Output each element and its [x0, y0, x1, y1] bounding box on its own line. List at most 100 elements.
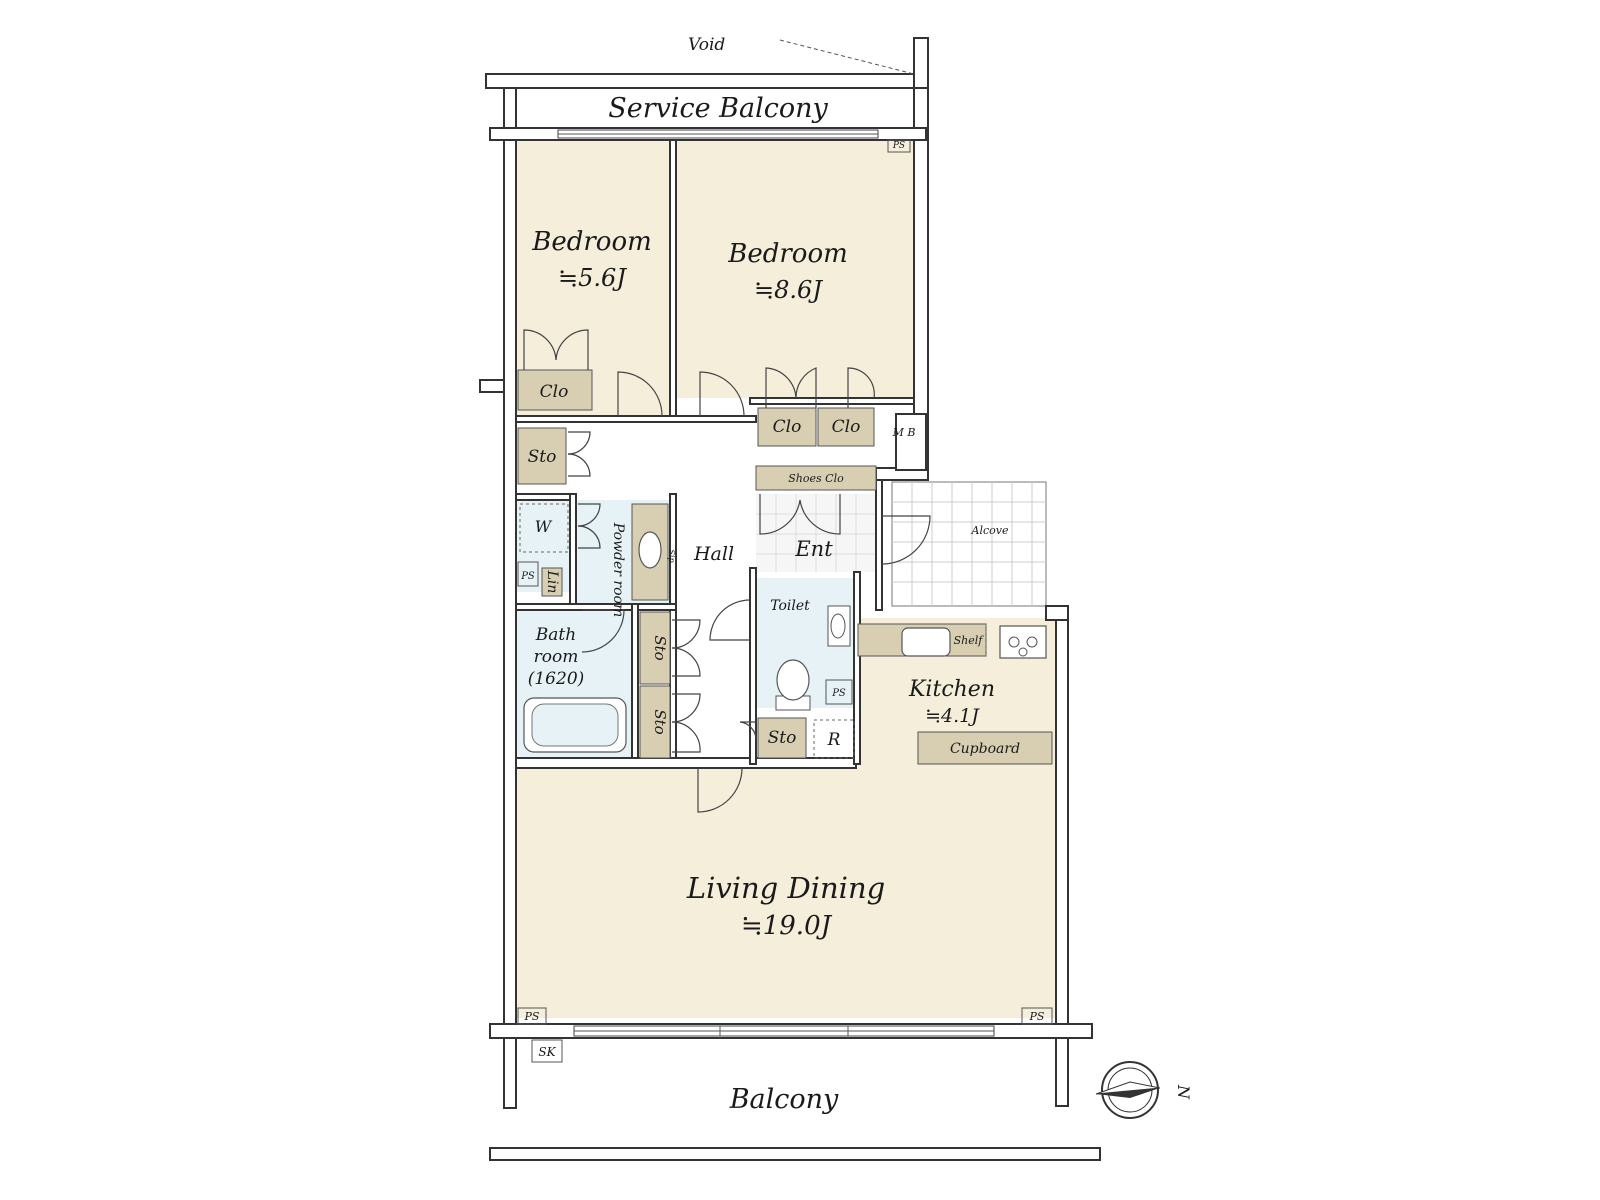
storage-bath-door-c[interactable]: [671, 693, 701, 723]
balcony-label: Balcony: [729, 1084, 839, 1115]
closet-bedroom1: [517, 369, 593, 411]
bathtub-basin: [531, 703, 619, 747]
void-leader-line: [779, 39, 915, 75]
closet-bedroom2-a: [757, 407, 817, 447]
bath-east-wall: [631, 603, 639, 765]
balcony-rail: [489, 1147, 1101, 1161]
service-balcony-label: Service Balcony: [608, 93, 828, 124]
storage-hall-door-b[interactable]: [567, 453, 591, 477]
sip-label: Sip: [667, 549, 676, 562]
alcove-corner-wall: [1045, 605, 1069, 621]
entrance-east-wall: [875, 479, 883, 611]
hall-east-wall: [749, 567, 757, 765]
kitchen-size: ≒4.1J: [925, 705, 980, 727]
toilet-label: Toilet: [770, 598, 810, 614]
storage-bath-door-b[interactable]: [671, 647, 701, 677]
bedroom-partition-wall: [669, 139, 677, 421]
north-exterior-wall: [913, 87, 929, 469]
bedroom2-label: Bedroom: [727, 239, 848, 269]
shoes-closet-door-a[interactable]: [759, 494, 801, 535]
pipe-space-1-label: PS: [892, 141, 905, 151]
wall-stub-west: [479, 379, 505, 393]
powder-sink: [638, 531, 662, 569]
pipe-space-1: [887, 139, 911, 153]
toilet-hand-sink: [830, 613, 846, 639]
storage-hall-label: Sto: [528, 447, 557, 467]
storage-hall-door-a[interactable]: [567, 431, 591, 455]
storage-toilet-label: Sto: [768, 728, 797, 748]
closet3-door[interactable]: [847, 367, 875, 408]
cupboard-label: Cupboard: [950, 741, 1020, 757]
pipe-space-5: [1021, 1007, 1053, 1025]
kitchen-label: Kitchen: [908, 677, 995, 702]
bath-top-wall: [515, 603, 677, 611]
storage-hall: [517, 427, 567, 485]
alcove-label: Alcove: [971, 524, 1009, 537]
bedroom1-label: Bedroom: [531, 227, 652, 257]
storage-bath-door-a[interactable]: [671, 619, 701, 649]
bath-label-1: Bath: [535, 625, 576, 645]
bath-label-3: (1620): [528, 669, 585, 689]
hall-west-wall: [669, 493, 677, 765]
doors: [523, 329, 931, 813]
hall-north-wall: [515, 415, 757, 423]
powder-room-label: Powder room: [610, 522, 626, 617]
linen-label: Lin: [544, 570, 560, 594]
service-balcony-rail: [485, 73, 929, 89]
powder-door-b[interactable]: [577, 525, 601, 549]
bedroom2-door[interactable]: [699, 371, 745, 417]
hall-label: Hall: [693, 543, 734, 565]
kitchen-stove: [999, 625, 1047, 659]
closet1-door-left[interactable]: [523, 329, 557, 370]
shoes-closet-label: Shoes Clo: [788, 472, 844, 485]
pipe-space-2: [517, 561, 539, 587]
closet1-label: Clo: [540, 382, 569, 402]
closet1-door-right[interactable]: [555, 329, 589, 370]
bedroom2-south-wall: [749, 397, 915, 405]
bath-door[interactable]: [581, 609, 625, 653]
powder-west-wall: [569, 493, 577, 607]
closet3-label: Clo: [832, 417, 861, 437]
living-door[interactable]: [697, 767, 743, 813]
bedroom-8-6-floor: [676, 140, 914, 398]
closet2-door-left[interactable]: [765, 367, 797, 408]
kitchen-sink: [901, 627, 951, 657]
compass-icon: [1095, 1061, 1161, 1119]
bedroom1-size: ≒5.6J: [558, 264, 627, 292]
entrance-label: Ent: [794, 537, 833, 561]
kitchen-cupboard: [917, 731, 1053, 765]
void-label: Void: [688, 35, 725, 55]
burner-center-icon: [1018, 647, 1028, 657]
shoes-closet: [755, 465, 877, 491]
pipe-space-3: [825, 679, 853, 705]
alcove-tile-grid: [892, 482, 1046, 606]
storage-toilet-door[interactable]: [739, 721, 757, 741]
toilet-door[interactable]: [709, 599, 751, 641]
bedroom2-size: ≒8.6J: [754, 276, 823, 304]
front-door[interactable]: [881, 515, 931, 565]
pipe-space-4-label: PS: [524, 1010, 540, 1023]
bedroom1-door[interactable]: [617, 371, 663, 417]
sk-box: [531, 1039, 563, 1063]
closet-bedroom2-b: [817, 407, 875, 447]
storage-bath-door-d[interactable]: [671, 721, 701, 753]
pipe-space-2-label: PS: [520, 571, 535, 582]
storage-bath-a: [639, 611, 671, 685]
shoes-closet-door-b[interactable]: [799, 494, 841, 535]
compass-north-label: N: [1174, 1084, 1193, 1100]
powder-door-a[interactable]: [577, 503, 601, 527]
alcove-floor: [891, 481, 1047, 607]
closet2-label: Clo: [773, 417, 802, 437]
pipe-space-5-label: PS: [1029, 1010, 1045, 1023]
living-north-wall: [515, 757, 857, 769]
toilet-bowl: [776, 659, 810, 701]
living-dining-floor: [516, 768, 1056, 1018]
burner-right-icon: [1026, 636, 1038, 648]
refrigerator-label: R: [827, 730, 841, 750]
washer-space: [519, 503, 569, 553]
wash-top-wall: [515, 493, 577, 501]
pipe-space-3-label: PS: [831, 688, 846, 699]
closet2-door-right[interactable]: [795, 367, 817, 408]
